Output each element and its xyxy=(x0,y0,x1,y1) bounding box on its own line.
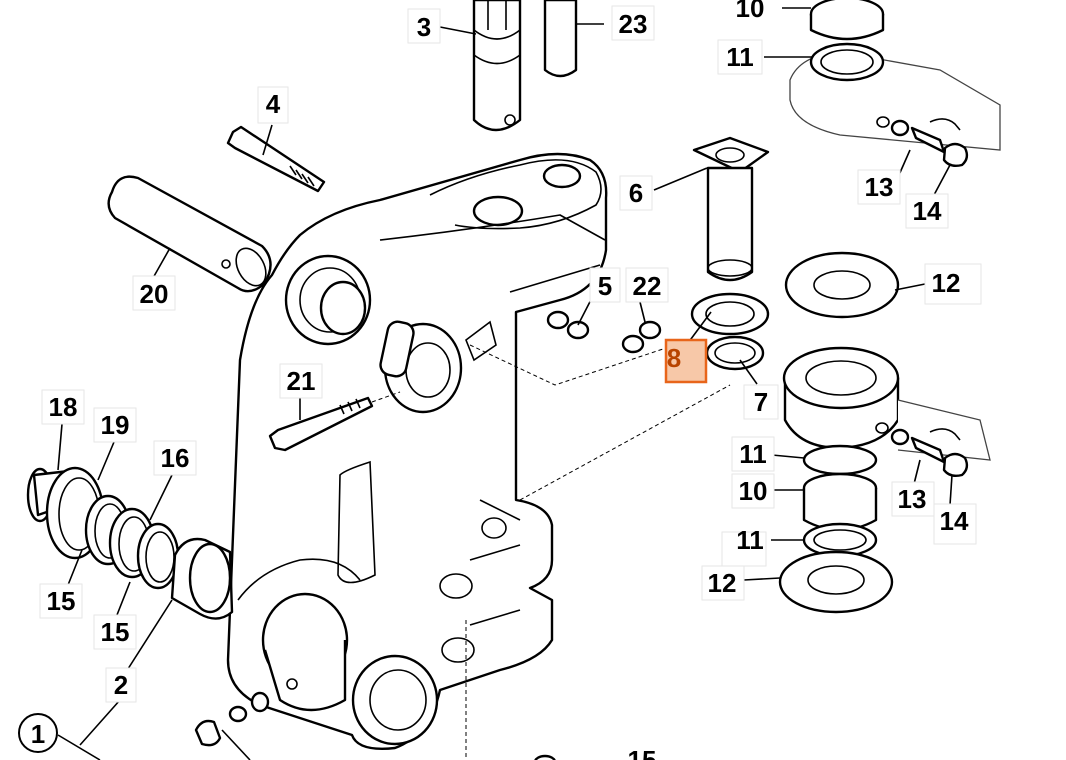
label-20: 20 xyxy=(132,275,176,311)
svg-text:1: 1 xyxy=(31,719,45,749)
svg-text:15: 15 xyxy=(628,745,657,760)
svg-text:13: 13 xyxy=(865,172,894,202)
label-7: 7 xyxy=(743,384,779,420)
lower-right-stack-drawing xyxy=(778,444,894,614)
label-16: 16 xyxy=(153,440,197,476)
svg-text:22: 22 xyxy=(633,271,662,301)
label-13-upper: 13 xyxy=(857,169,901,205)
label-14-upper: 14 xyxy=(905,193,949,229)
pin-6-drawing xyxy=(692,136,770,282)
leader-lines xyxy=(57,7,953,760)
label-15-left-a: 15 xyxy=(39,583,83,619)
label-3: 3 xyxy=(407,8,441,44)
label-22: 22 xyxy=(625,267,669,303)
svg-text:12: 12 xyxy=(932,268,961,298)
label-8-highlighted[interactable]: 8 xyxy=(664,338,708,384)
label-19: 19 xyxy=(93,407,137,443)
label-11-mid-b: 11 xyxy=(721,525,767,567)
svg-text:3: 3 xyxy=(417,12,431,42)
pin-3-drawing xyxy=(472,0,522,132)
bolt-21-drawing xyxy=(268,391,401,452)
label-1-circled: 1 xyxy=(18,713,58,753)
svg-text:20: 20 xyxy=(140,279,169,309)
svg-text:12: 12 xyxy=(708,568,737,598)
svg-text:2: 2 xyxy=(114,670,128,700)
label-21: 21 xyxy=(279,363,323,399)
svg-text:11: 11 xyxy=(726,42,754,72)
svg-text:19: 19 xyxy=(101,410,130,440)
label-15-bottom: 15 xyxy=(628,745,657,760)
svg-text:14: 14 xyxy=(940,506,969,536)
washer-8-drawing xyxy=(690,292,770,336)
circlip-7-drawing xyxy=(705,335,765,371)
svg-text:8: 8 xyxy=(667,343,681,373)
svg-text:16: 16 xyxy=(161,443,190,473)
left-seal-stack-drawing xyxy=(26,466,234,620)
bolt-4-drawing xyxy=(226,125,326,193)
svg-text:21: 21 xyxy=(287,366,316,396)
nuts-22-drawing xyxy=(621,320,662,354)
svg-text:13: 13 xyxy=(898,484,927,514)
label-11-mid-a: 11 xyxy=(731,436,775,472)
label-5: 5 xyxy=(589,267,621,303)
label-10-mid: 10 xyxy=(731,473,775,509)
svg-text:7: 7 xyxy=(754,387,768,417)
svg-text:10: 10 xyxy=(739,476,768,506)
label-6: 6 xyxy=(619,175,653,211)
svg-text:4: 4 xyxy=(266,89,281,119)
svg-text:18: 18 xyxy=(49,392,78,422)
label-13-lower: 13 xyxy=(891,481,935,517)
label-10-top: 10 xyxy=(736,0,765,23)
swing-frame-drawing xyxy=(226,152,608,750)
svg-text:23: 23 xyxy=(619,9,648,39)
washer-12-upper-drawing xyxy=(784,251,900,319)
svg-text:10: 10 xyxy=(736,0,765,23)
bottom-fastener-15-drawing xyxy=(534,754,556,760)
label-11-top: 11 xyxy=(717,39,763,75)
bottom-left-fastener-drawing xyxy=(194,691,270,747)
svg-text:14: 14 xyxy=(913,196,942,226)
nuts-5-drawing xyxy=(546,310,590,340)
label-12-upper: 12 xyxy=(924,263,982,305)
pin-20-drawing xyxy=(107,175,272,293)
label-2: 2 xyxy=(105,667,137,703)
label-18: 18 xyxy=(41,389,85,425)
pin-23-drawing xyxy=(543,0,578,78)
label-12-lower: 12 xyxy=(701,565,745,601)
svg-text:5: 5 xyxy=(598,271,612,301)
label-15-left-b: 15 xyxy=(93,614,137,650)
upper-right-stack-drawing xyxy=(789,0,1001,168)
label-14-lower: 14 xyxy=(933,503,977,545)
svg-text:15: 15 xyxy=(101,617,130,647)
bushing-mid-right-drawing xyxy=(782,346,991,478)
label-4: 4 xyxy=(257,86,289,124)
svg-text:11: 11 xyxy=(739,439,767,469)
label-23: 23 xyxy=(611,5,655,41)
svg-text:11: 11 xyxy=(736,525,764,555)
svg-text:6: 6 xyxy=(629,178,643,208)
svg-text:15: 15 xyxy=(47,586,76,616)
